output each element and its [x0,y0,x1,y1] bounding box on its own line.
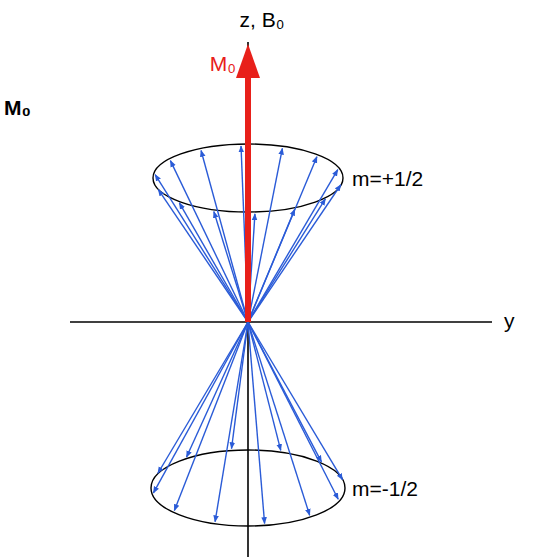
spin-state-label: m=+1/2 [352,167,423,190]
axis-label: z, B₀ [240,8,285,31]
spin-vector [248,322,310,515]
magnetization-head [236,44,260,78]
axis-label: y [504,309,515,332]
spin-vector [248,157,317,322]
spin-vector [174,322,248,511]
spin-vector [248,322,281,450]
lower-cone [151,322,345,526]
magnetization-label: M₀ [210,52,236,75]
spin-vector [248,322,321,462]
spin-vector [158,190,248,322]
y-axis [70,321,492,323]
spin-vector [248,170,338,322]
spin-vector [170,161,248,322]
spin-vector [153,322,248,493]
z-axis [247,42,249,557]
precession-ellipse [151,450,345,526]
spin-vector [155,175,248,322]
spin-vector [248,322,343,480]
magnetization-label: M₀ [4,96,31,119]
spin-vector [179,203,248,322]
spin-vector [248,322,338,499]
spin-vector [232,322,248,449]
magnetization-shaft [245,74,251,322]
spin-state-label: m=-1/2 [352,477,418,500]
spin-vector [187,322,248,457]
spin-vector [248,148,282,322]
spin-vector [158,322,248,473]
axes [70,42,492,557]
magnetization-vector [236,44,260,322]
spin-vector [201,150,248,322]
